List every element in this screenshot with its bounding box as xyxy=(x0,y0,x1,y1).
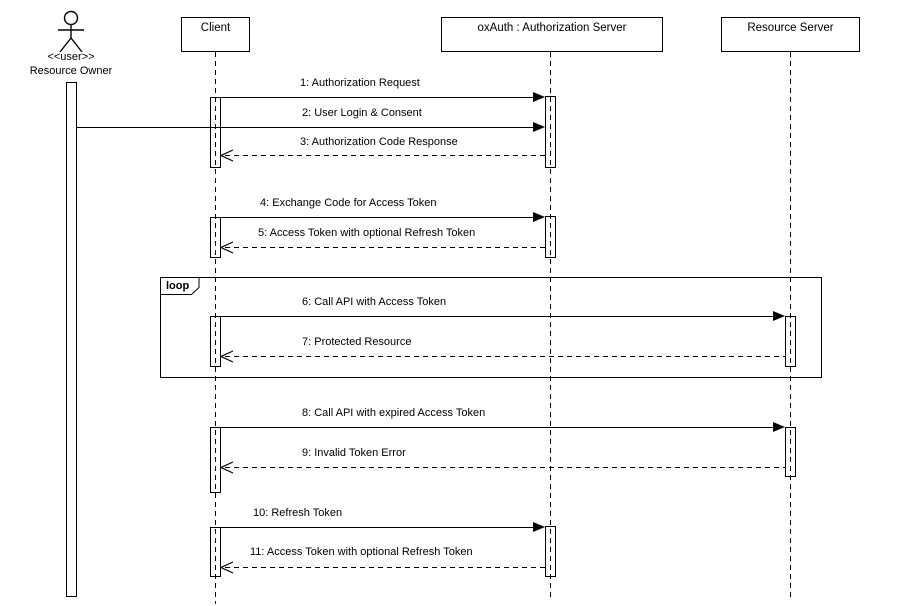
lifeline-header-client: Client xyxy=(181,17,250,52)
message-9-arrowhead-icon xyxy=(220,461,234,474)
activation-oxauth-1 xyxy=(545,96,556,168)
loop-label: loop xyxy=(166,280,190,292)
message-7-line xyxy=(225,356,786,357)
message-5-arrowhead-icon xyxy=(220,241,234,254)
message-1-line xyxy=(221,97,533,98)
actor-name-label: Resource Owner xyxy=(29,65,113,77)
activation-client-1 xyxy=(210,97,221,168)
message-9-label: 9: Invalid Token Error xyxy=(302,447,406,459)
lifeline-label-client: Client xyxy=(200,22,231,34)
message-4-label: 4: Exchange Code for Access Token xyxy=(260,197,437,209)
message-4-line xyxy=(221,217,533,218)
lifeline-client xyxy=(215,52,216,604)
activation-resource-1 xyxy=(785,316,796,367)
message-4-arrowhead-icon xyxy=(533,212,545,222)
activation-oxauth-2 xyxy=(545,216,556,258)
activation-client-2 xyxy=(210,217,221,258)
loop-tab-shape xyxy=(160,277,200,295)
message-8-line xyxy=(221,427,773,428)
message-2-arrowhead-icon xyxy=(533,122,545,132)
message-10-arrowhead-icon xyxy=(533,522,545,532)
message-6-line xyxy=(221,316,773,317)
message-5-line xyxy=(225,247,546,248)
message-2-line xyxy=(76,127,533,128)
lifeline-header-resource-server: Resource Server xyxy=(721,17,860,52)
lifeline-label-resource-server: Resource Server xyxy=(747,22,834,34)
message-6-label: 6: Call API with Access Token xyxy=(302,296,447,308)
message-11-label: 11: Access Token with optional Refresh T… xyxy=(250,546,473,558)
message-11-line xyxy=(225,567,546,568)
lifeline-oxauth xyxy=(550,52,551,598)
message-6-arrowhead-icon xyxy=(773,311,785,321)
message-8-arrowhead-icon xyxy=(773,422,785,432)
loop-fragment xyxy=(160,277,822,378)
message-11-arrowhead-icon xyxy=(220,561,234,574)
message-2-label: 2: User Login & Consent xyxy=(302,107,422,119)
message-10-label: 10: Refresh Token xyxy=(253,507,343,519)
activation-client-3 xyxy=(210,316,221,367)
message-9-line xyxy=(225,467,786,468)
lifeline-header-oxauth: oxAuth : Authorization Server xyxy=(441,17,663,52)
message-8-label: 8: Call API with expired Access Token xyxy=(302,407,486,419)
message-3-arrowhead-icon xyxy=(220,149,234,162)
message-7-label: 7: Protected Resource xyxy=(302,336,412,348)
message-1-label: 1: Authorization Request xyxy=(300,77,420,89)
activation-client-4 xyxy=(210,427,221,493)
message-3-label: 3: Authorization Code Response xyxy=(300,136,458,148)
activation-resource-2 xyxy=(785,427,796,477)
message-7-arrowhead-icon xyxy=(220,350,234,363)
activation-client-5 xyxy=(210,527,221,577)
message-5-label: 5: Access Token with optional Refresh To… xyxy=(258,227,476,239)
actor-stereotype-label: <<user>> xyxy=(47,51,95,63)
message-1-arrowhead-icon xyxy=(533,92,545,102)
actor-activation-bar xyxy=(66,82,77,597)
activation-oxauth-3 xyxy=(545,526,556,577)
actor-icon xyxy=(58,10,84,53)
message-3-line xyxy=(225,155,546,156)
lifeline-label-oxauth: oxAuth : Authorization Server xyxy=(477,22,627,34)
lifeline-resource-server xyxy=(790,52,791,598)
message-10-line xyxy=(221,527,533,528)
